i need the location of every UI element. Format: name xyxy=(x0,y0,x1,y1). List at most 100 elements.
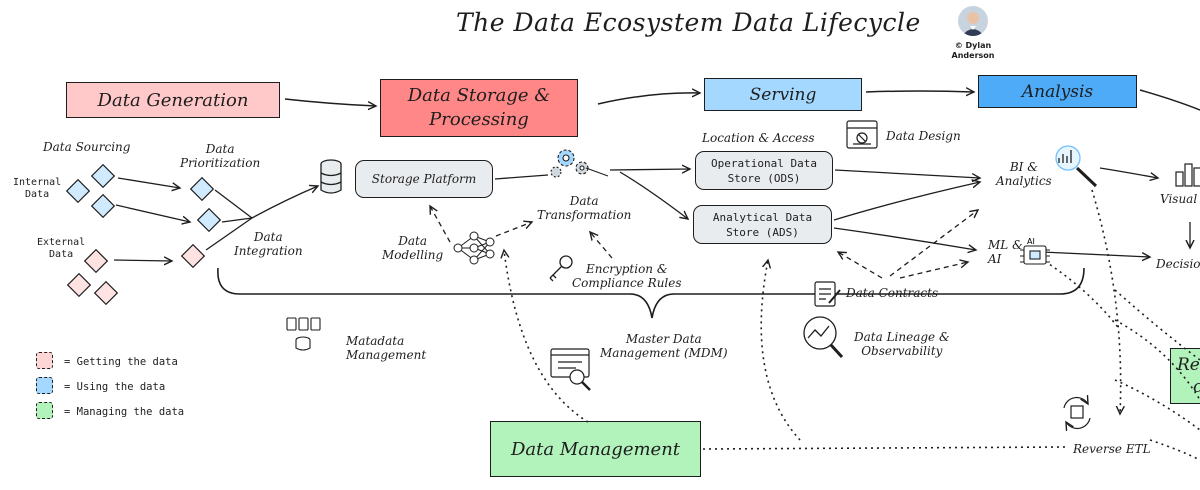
prioritization-line2: Prioritization xyxy=(180,156,261,170)
dashed-modelling-to-storage xyxy=(430,206,451,243)
legend-label-getting: = Getting the data xyxy=(64,356,178,368)
author-line2: Anderson xyxy=(951,51,995,60)
stage-data-generation: Data Generation xyxy=(66,82,280,118)
arrow-ml-to-decision xyxy=(1041,251,1150,257)
metadata-management-label: Matadata Management xyxy=(346,334,426,362)
data-design-icon xyxy=(846,120,878,149)
neural-network-icon xyxy=(453,231,495,265)
mdm-line1: Master Data xyxy=(625,332,702,346)
source-diamonds xyxy=(65,163,222,306)
bi-line2: Analytics xyxy=(996,174,1052,188)
ml-line1: ML & xyxy=(988,238,1023,252)
data-integration-label: Data Integration xyxy=(234,230,303,258)
arrow-ads-to-ml xyxy=(833,227,976,250)
bi-analytics-label: BI & Analytics xyxy=(996,160,1052,188)
dotted-lineage-to-ads xyxy=(760,260,801,441)
internal-line1: Internal xyxy=(13,177,62,188)
arrow-serving-to-analysis xyxy=(865,91,974,92)
modelling-line2: Modelling xyxy=(382,248,444,262)
data-design-label: Data Design xyxy=(886,129,961,143)
internal-line2: Data xyxy=(25,189,50,200)
processing-arrows xyxy=(494,167,1190,257)
stage-serving: Serving xyxy=(704,78,862,111)
bar-chart-icon xyxy=(1175,163,1200,187)
ml-line2: AI xyxy=(988,252,1002,266)
dotted-ml-offscreen xyxy=(1039,257,1121,331)
encryption-line2: Compliance Rules xyxy=(572,276,682,290)
diamond-external-3 xyxy=(93,280,119,306)
main-flow-arrows xyxy=(284,90,1200,111)
ml-ai-label: ML & AI xyxy=(988,238,1023,266)
arrow-generation-to-storage xyxy=(284,98,376,106)
visual-label-partial: Visual xyxy=(1160,192,1198,206)
bi-magnifier-icon xyxy=(1055,145,1098,188)
dotted-offscreen-4 xyxy=(1149,439,1200,461)
stage-serving-label: Serving xyxy=(749,84,817,105)
dotted-mgmt-to-modelling xyxy=(504,250,589,423)
stage-storage-label-line2: Processing xyxy=(429,109,529,130)
external-line2: Data xyxy=(49,249,74,260)
integration-line2: Integration xyxy=(234,244,303,258)
legend-label-managing: = Managing the data xyxy=(64,406,185,418)
storage-platform-label: Storage Platform xyxy=(371,172,477,186)
arrow-external xyxy=(113,260,172,261)
encryption-label: Encryption & Compliance Rules xyxy=(572,262,682,290)
ods-label-line1: Operational Data xyxy=(711,156,817,170)
diamond-internal-1 xyxy=(90,163,116,189)
metadata-icon xyxy=(286,317,321,351)
lineage-label: Data Lineage & Observability xyxy=(854,330,950,358)
arrow-ads-to-bi xyxy=(833,182,980,221)
legend-swatch-using xyxy=(36,377,53,394)
stage-data-generation-label: Data Generation xyxy=(97,89,249,111)
author-line1: © Dylan xyxy=(954,41,992,50)
diamond-prior-3 xyxy=(180,243,206,269)
dotted-offscreen-3 xyxy=(1114,379,1200,431)
legend-swatch-getting xyxy=(36,352,53,369)
dotted-offscreen-2 xyxy=(1114,319,1200,401)
data-prioritization-label: Data Prioritization xyxy=(180,142,260,170)
contract-icon xyxy=(814,281,841,307)
generation-arrows xyxy=(113,177,318,261)
ads-box: Analytical Data Store (ADS) xyxy=(693,205,832,244)
arrow-internal-1 xyxy=(117,177,180,188)
integration-line1: Data xyxy=(253,230,283,244)
stage-data-storage-processing: Data Storage & Processing xyxy=(380,79,578,137)
green-partial-box: Re c xyxy=(1170,348,1200,404)
lineage-line1: Data Lineage & xyxy=(854,330,950,344)
stage-storage-label-line1: Data Storage & xyxy=(407,85,551,106)
diamond-internal-2 xyxy=(65,178,91,204)
diamond-internal-3 xyxy=(90,193,116,219)
stage-analysis: Analysis xyxy=(978,75,1137,108)
stage-analysis-label: Analysis xyxy=(1021,81,1094,102)
arrow-integration-to-storage xyxy=(251,186,318,219)
metadata-line1: Matadata xyxy=(346,334,405,348)
arrow-transform-to-ods xyxy=(609,169,690,170)
dashed-contracts-to-ads xyxy=(838,252,883,279)
author-credit: © Dylan Anderson xyxy=(944,41,1002,61)
diamond-prior-1 xyxy=(189,176,215,202)
arrow-bi-to-visual xyxy=(1099,167,1158,178)
ods-label-line2: Store (ODS) xyxy=(727,171,801,185)
dotted-lines xyxy=(504,189,1200,461)
arrow-prior-2 xyxy=(221,217,253,223)
reverse-etl-label: Reverse ETL xyxy=(1073,442,1151,456)
dotted-mgmt-to-reverse-etl xyxy=(702,446,1067,450)
transformation-line1: Data xyxy=(569,194,599,208)
lineage-line2: Observability xyxy=(861,344,943,358)
data-modelling-label: Data Modelling xyxy=(382,234,443,262)
modelling-line1: Data xyxy=(398,234,427,248)
external-data-label: External Data xyxy=(37,237,85,261)
ads-label-line1: Analytical Data xyxy=(712,210,813,224)
data-sourcing-label: Data Sourcing xyxy=(43,140,131,154)
mdm-label: Master Data Management (MDM) xyxy=(600,332,728,360)
ods-box: Operational Data Store (ODS) xyxy=(695,151,833,190)
bi-line1: BI & xyxy=(1009,160,1038,174)
dashed-modelling-to-transform xyxy=(495,222,532,237)
gears-icon xyxy=(550,149,609,178)
dashed-encryption-to-transform xyxy=(590,232,613,259)
legend-swatch-managing xyxy=(36,402,53,419)
external-line1: External xyxy=(37,237,86,248)
green-partial-line1: Re xyxy=(1177,355,1200,375)
legend-label-using: = Using the data xyxy=(64,381,166,393)
